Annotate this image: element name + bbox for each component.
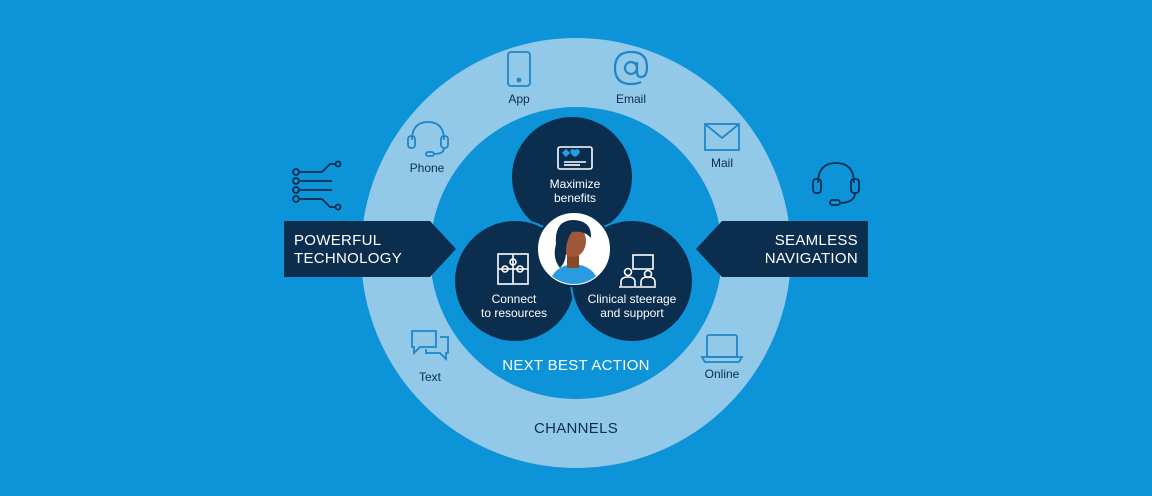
- person-avatar-icon: [536, 211, 612, 287]
- channel-label-app: App: [508, 92, 530, 106]
- channel-label-text: Text: [418, 370, 442, 384]
- benefits-card-icon: [557, 146, 593, 170]
- right-banner-line2: NAVIGATION: [764, 250, 858, 267]
- clinical-steerage-line2: and support: [600, 306, 664, 320]
- clinical-steerage-text: Clinical steerage and support: [588, 292, 677, 320]
- channel-label-phone: Phone: [409, 161, 445, 175]
- left-banner-line2: TECHNOLOGY: [294, 250, 403, 267]
- left-banner-line1: POWERFUL: [294, 232, 382, 249]
- connect-resources-line1: Connect: [491, 292, 537, 306]
- left-banner-text: POWERFUL TECHNOLOGY: [294, 232, 402, 268]
- maximize-benefits-line2: benefits: [553, 191, 597, 205]
- navigation-headset-icon: [812, 162, 860, 206]
- channel-label-mail: Mail: [710, 156, 734, 170]
- at-sign-icon: [613, 50, 649, 86]
- right-banner: [696, 221, 868, 277]
- right-banner-line1: SEAMLESS: [774, 232, 858, 249]
- puzzle-icon: [497, 253, 529, 285]
- channel-label-email: Email: [615, 92, 647, 106]
- maximize-benefits-text: Maximize benefits: [550, 177, 601, 205]
- connect-resources-line2: to resources: [480, 306, 548, 320]
- circuit-icon: [292, 160, 342, 211]
- next-best-action-title: NEXT BEST ACTION: [502, 357, 650, 374]
- phone-headset-icon: [407, 121, 449, 157]
- consultation-icon: [619, 254, 656, 288]
- chat-bubbles-icon: [411, 330, 449, 362]
- laptop-icon: [700, 334, 744, 363]
- envelope-icon: [704, 123, 740, 151]
- channel-label-online: Online: [704, 367, 740, 381]
- maximize-benefits-line1: Maximize: [549, 177, 601, 191]
- right-banner-text: SEAMLESS NAVIGATION: [765, 232, 858, 268]
- left-banner: [284, 221, 456, 277]
- smartphone-icon: [507, 51, 531, 87]
- connect-resources-text: Connect to resources: [481, 292, 547, 320]
- channels-title: CHANNELS: [533, 420, 619, 437]
- clinical-steerage-line1: Clinical steerage: [587, 292, 677, 306]
